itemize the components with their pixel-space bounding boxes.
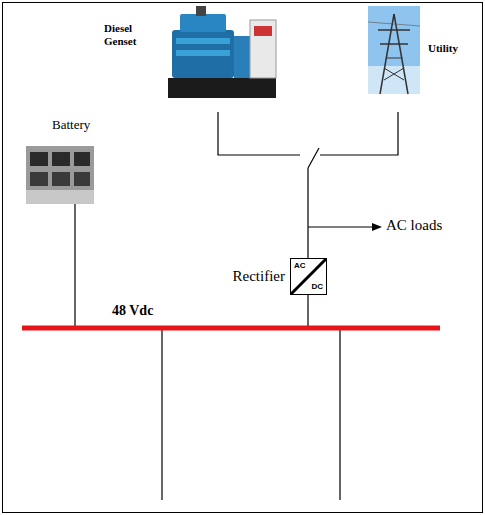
battery-picture (26, 146, 94, 204)
wires (75, 112, 398, 500)
rectifier-box: RectifierACDC (290, 258, 327, 295)
genset-picture (168, 6, 276, 98)
rectifier-label: Rectifier (233, 268, 285, 285)
genset-label: Diesel Genset (104, 22, 152, 47)
utility-picture (368, 6, 420, 94)
dc-symbol: DC (311, 283, 323, 291)
load-label: AC loads (386, 217, 442, 234)
arrow-head (372, 223, 382, 231)
bus-voltage: 48 Vdc (112, 303, 153, 319)
ac-symbol: AC (294, 262, 306, 270)
battery-label: Battery (52, 118, 90, 133)
dc-bus (22, 326, 440, 331)
frame (3, 3, 483, 513)
utility-label: Utility (428, 42, 458, 55)
